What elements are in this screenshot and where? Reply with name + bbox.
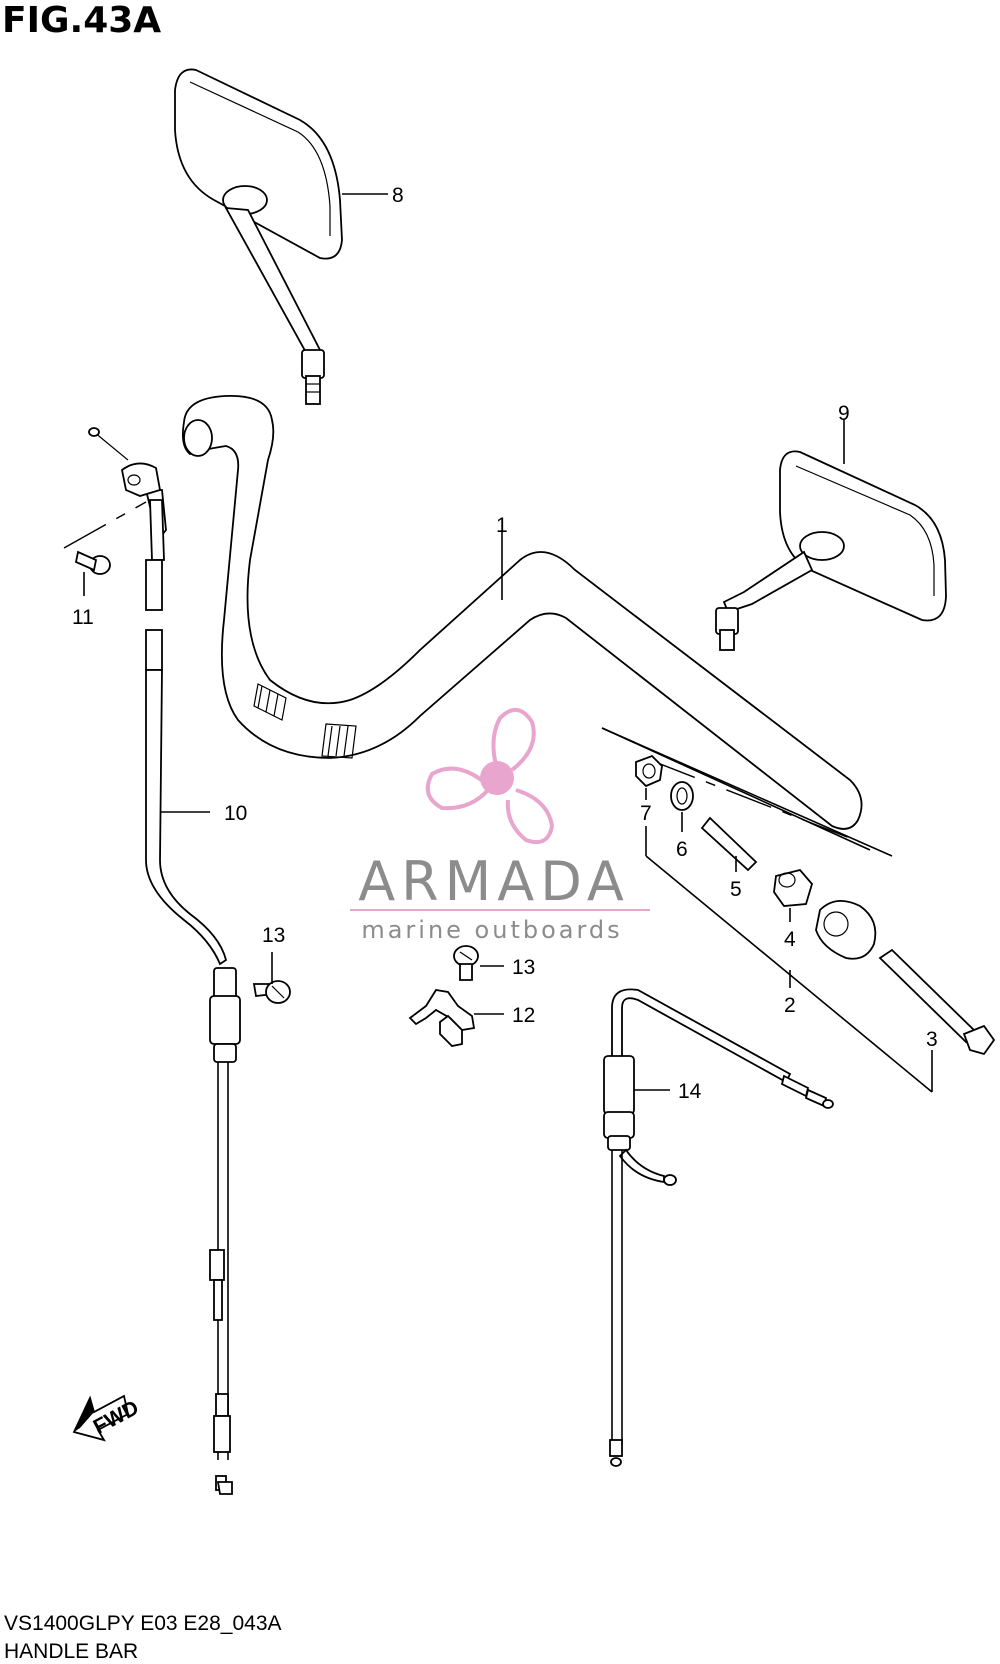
callout-12: 12 <box>512 1004 535 1027</box>
callout-7: 7 <box>640 802 652 825</box>
part-2-bar-end-weight[interactable] <box>815 900 877 960</box>
model-code: VS1400GLPY E03 E28_043A <box>4 1612 282 1635</box>
part-11-screw[interactable] <box>74 550 111 575</box>
part-12-clamp[interactable] <box>408 989 476 1047</box>
watermark-tagline: marine outboards <box>361 916 622 944</box>
figure-title: FIG.43A <box>2 0 162 41</box>
cable-bracket-top <box>88 427 162 497</box>
part-3-bolt[interactable] <box>878 948 996 1056</box>
fwd-arrow: FWD <box>72 1394 143 1442</box>
callout-10: 10 <box>224 802 247 825</box>
part-8-left-mirror[interactable] <box>174 68 343 405</box>
callout-9: 9 <box>838 402 850 425</box>
part-13-screw-left[interactable] <box>252 980 291 1004</box>
armada-watermark: ARMADA marine outboards <box>350 708 650 944</box>
part-6-washer[interactable] <box>670 781 694 811</box>
part-9-right-mirror[interactable] <box>715 450 947 651</box>
callout-6: 6 <box>676 838 688 861</box>
part-13-screw-right[interactable] <box>453 945 479 981</box>
section-name: HANDLE BAR <box>4 1640 139 1663</box>
part-5-spacer[interactable] <box>700 816 758 872</box>
part-4-weight[interactable] <box>773 868 814 907</box>
callout-13-left: 13 <box>262 924 285 947</box>
callout-13-right: 13 <box>512 956 535 979</box>
callout-2: 2 <box>784 994 796 1017</box>
callout-14: 14 <box>678 1080 702 1103</box>
callout-8: 8 <box>392 184 404 207</box>
leader-lines <box>83 193 933 1093</box>
part-10-throttle-cable[interactable] <box>144 489 241 1495</box>
part-14-cable[interactable] <box>603 988 834 1467</box>
callout-4: 4 <box>784 928 796 951</box>
part-7-nut[interactable] <box>635 754 663 788</box>
propeller-logo <box>425 708 555 845</box>
callout-3: 3 <box>926 1028 938 1051</box>
callout-5: 5 <box>730 878 742 901</box>
part-1-handlebar[interactable] <box>181 395 863 830</box>
watermark-brand: ARMADA <box>358 850 630 913</box>
callout-11: 11 <box>72 606 94 629</box>
propeller-hub <box>480 761 514 795</box>
callout-1: 1 <box>496 514 508 537</box>
